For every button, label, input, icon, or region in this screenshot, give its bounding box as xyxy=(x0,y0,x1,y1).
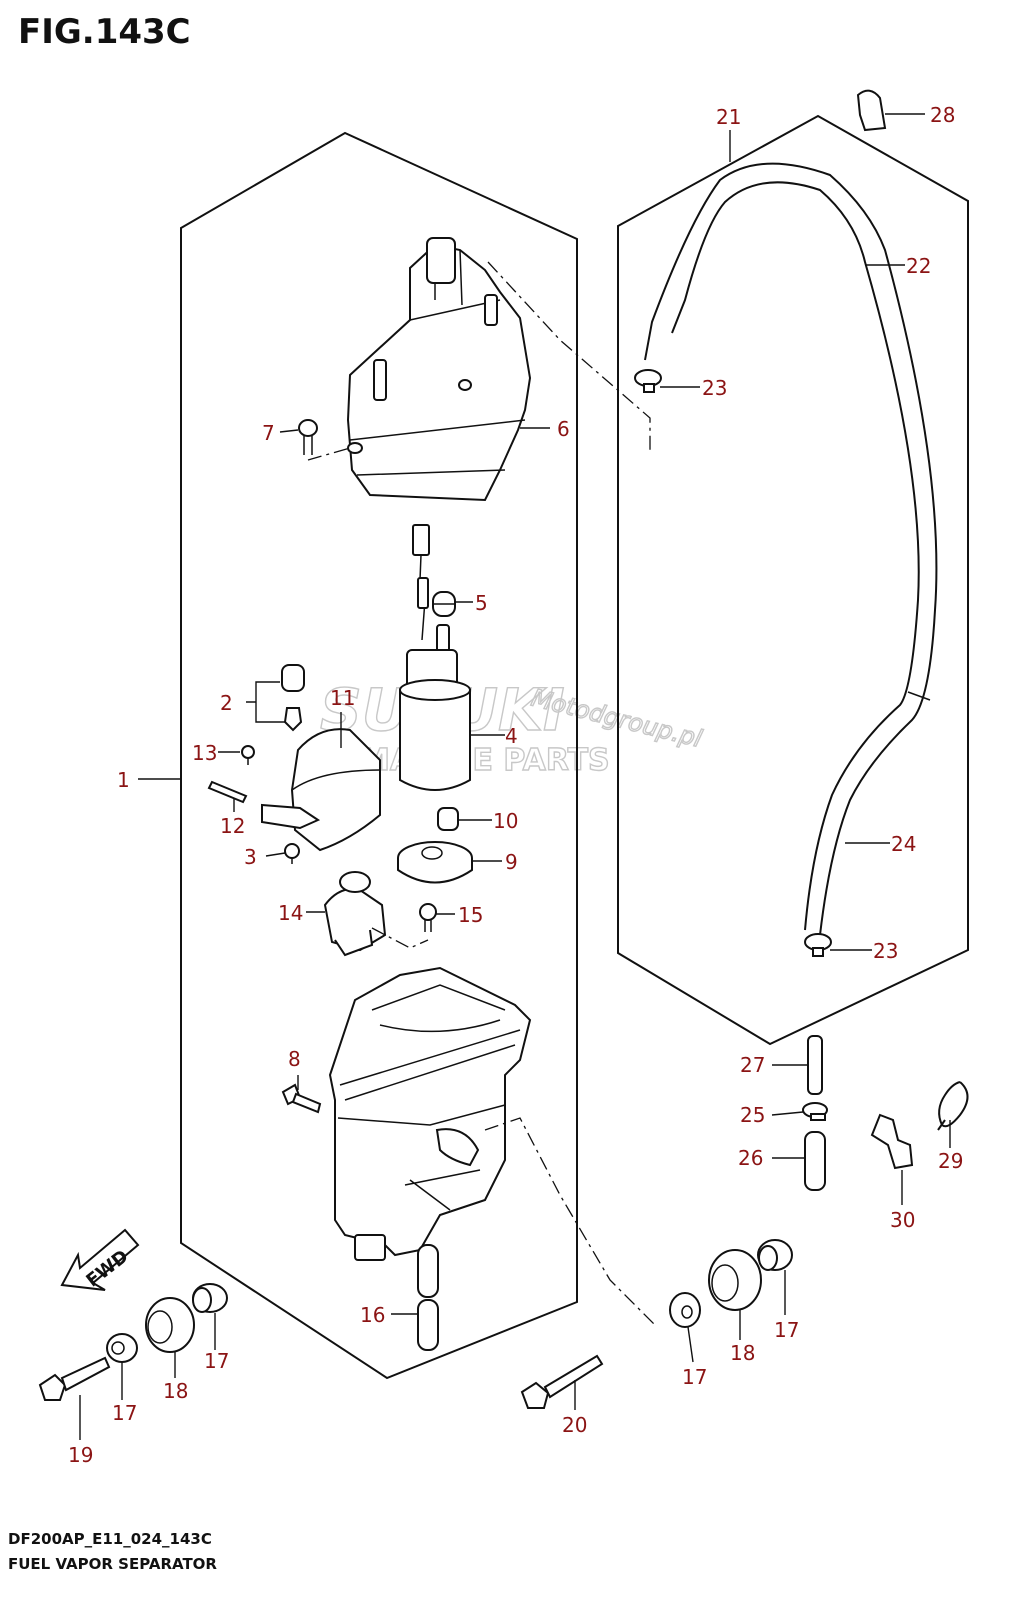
part-22-hose[interactable] xyxy=(644,162,938,936)
figure-name: FUEL VAPOR SEPARATOR xyxy=(8,1555,217,1573)
assembly-frame-left xyxy=(180,131,578,1380)
part-30-clip[interactable] xyxy=(870,1113,914,1170)
callout-22: 22 xyxy=(906,254,931,278)
callout-14: 14 xyxy=(278,901,303,925)
callout-8: 8 xyxy=(288,1047,301,1071)
part-12-pin[interactable] xyxy=(207,780,248,804)
part-9-bracket[interactable] xyxy=(397,841,473,884)
callout-23-a: 23 xyxy=(702,376,727,400)
callout-10: 10 xyxy=(493,809,518,833)
part-28-clip[interactable] xyxy=(856,89,887,132)
part-29-band[interactable] xyxy=(937,1081,969,1131)
callout-18-b: 18 xyxy=(730,1341,755,1365)
callout-20: 20 xyxy=(562,1413,587,1437)
callout-6: 6 xyxy=(557,417,570,441)
callout-30: 30 xyxy=(890,1208,915,1232)
part-18-mount-left[interactable] xyxy=(145,1297,195,1353)
part-23-clamp-top[interactable] xyxy=(634,369,662,393)
part-14-sensor[interactable] xyxy=(323,871,387,957)
part-16-tube[interactable] xyxy=(417,1244,439,1351)
part-3-screw[interactable] xyxy=(284,843,300,864)
callout-28: 28 xyxy=(930,103,955,127)
assembly-frame-right xyxy=(617,114,969,1046)
callout-1: 1 xyxy=(117,768,130,792)
callout-27: 27 xyxy=(740,1053,765,1077)
separator-tank[interactable] xyxy=(328,966,532,1261)
callout-16: 16 xyxy=(360,1303,385,1327)
callout-3: 3 xyxy=(244,845,257,869)
part-8-bolt[interactable] xyxy=(281,1083,322,1114)
callout-29: 29 xyxy=(938,1149,963,1173)
callout-4: 4 xyxy=(505,724,518,748)
part-4-fuel-pump[interactable] xyxy=(399,524,471,791)
part-17-washer-right-b[interactable] xyxy=(757,1239,793,1271)
part-7-screw[interactable] xyxy=(298,419,318,455)
callout-15: 15 xyxy=(458,903,483,927)
part-25-clamp[interactable] xyxy=(802,1102,828,1121)
callout-26: 26 xyxy=(738,1146,763,1170)
part-13-screw[interactable] xyxy=(241,745,255,765)
callout-2: 2 xyxy=(220,691,233,715)
callout-17-c: 17 xyxy=(682,1365,707,1389)
part-15-screw[interactable] xyxy=(419,903,437,932)
figure-title: FIG.143C xyxy=(18,12,191,52)
part-5-grommet[interactable] xyxy=(432,591,456,617)
part-2-valve[interactable] xyxy=(281,664,305,732)
callout-19: 19 xyxy=(68,1443,93,1467)
part-17-washer-right-a[interactable] xyxy=(669,1292,701,1328)
part-20-bolt[interactable] xyxy=(520,1354,604,1409)
part-26-hose[interactable] xyxy=(804,1131,826,1191)
callout-17-d: 17 xyxy=(774,1318,799,1342)
leader-lines xyxy=(79,113,951,1440)
callout-17-a: 17 xyxy=(204,1349,229,1373)
part-18-mount-right[interactable] xyxy=(708,1249,762,1311)
callout-12: 12 xyxy=(220,814,245,838)
part-27-pipe[interactable] xyxy=(807,1035,823,1095)
part-6-cover[interactable] xyxy=(346,237,532,502)
callout-25: 25 xyxy=(740,1103,765,1127)
part-19-bolt[interactable] xyxy=(38,1356,111,1401)
callouts: 1 2 3 4 5 6 7 8 9 10 11 12 13 14 15 16 1… xyxy=(68,103,963,1467)
callout-5: 5 xyxy=(475,591,488,615)
fwd-arrow: FWD xyxy=(60,1228,140,1291)
callout-23-b: 23 xyxy=(873,939,898,963)
part-17-washer-top-left[interactable] xyxy=(192,1283,228,1313)
part-23-clamp-bottom[interactable] xyxy=(804,933,832,957)
callout-13: 13 xyxy=(192,741,217,765)
callout-17-b: 17 xyxy=(112,1401,137,1425)
part-10-seal[interactable] xyxy=(437,807,459,831)
callout-24: 24 xyxy=(891,832,916,856)
part-11-cover[interactable] xyxy=(261,728,381,852)
callout-9: 9 xyxy=(505,850,518,874)
callout-21: 21 xyxy=(716,105,741,129)
callout-18-a: 18 xyxy=(163,1379,188,1403)
callout-11: 11 xyxy=(330,686,355,710)
figure-code: DF200AP_E11_024_143C xyxy=(8,1530,212,1548)
callout-7: 7 xyxy=(262,421,275,445)
watermark-subtitle: MARINE PARTS xyxy=(360,743,610,778)
part-17-washer-bottom-left[interactable] xyxy=(106,1333,138,1363)
